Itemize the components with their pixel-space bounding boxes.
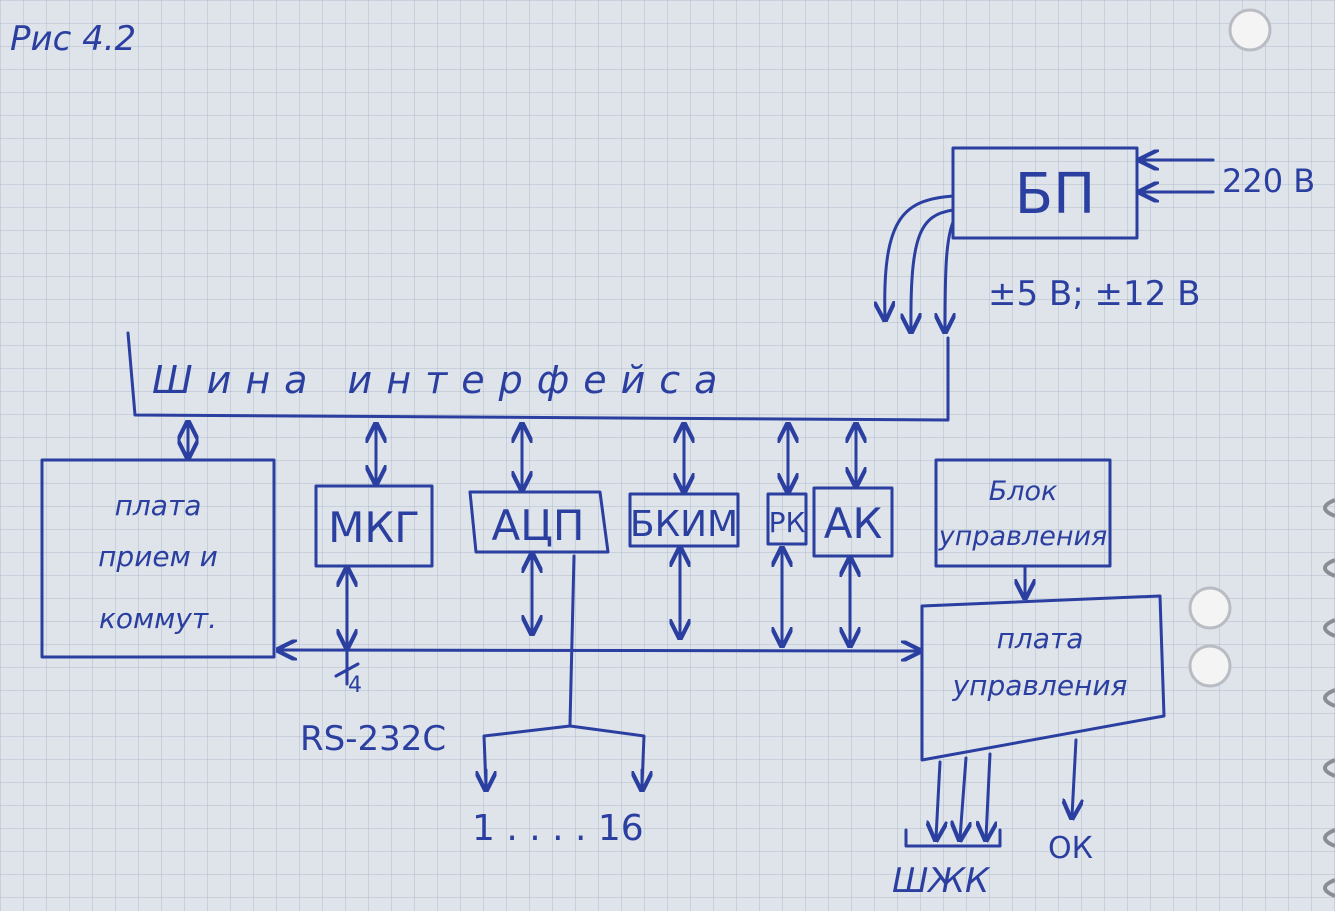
power-supply-label: БП [1015,162,1096,227]
supply-arrow [885,194,955,318]
ok-output-arrow [1072,738,1076,816]
outputs-bracket [904,828,1002,848]
ak-label: АК [824,499,883,548]
computer-board-line-3: коммут. [99,602,217,635]
mkg-label: МКГ [328,503,420,552]
computer-board-line-1: плата [115,489,202,522]
control-unit-line-2: управления [938,521,1108,552]
adc-label: АЦП [492,501,585,550]
punch-hole [1228,8,1272,52]
adc-channel-fanout [482,724,646,788]
figure-caption: Рис 4.2 [10,19,136,59]
rs232-tick [334,662,360,678]
supply-voltages-label: ±5 В; ±12 В [988,274,1200,314]
rk-label: РК [769,506,806,539]
output-arrow-2 [960,756,966,838]
adc-channel-line [568,554,576,726]
ok-label: ОК [1048,831,1093,866]
supply-arrow [911,208,955,330]
output-arrow-3 [986,752,990,838]
computer-board-line-2: прием и [98,540,218,573]
lower-bus-line [280,650,918,651]
interface-bus-box [126,331,950,422]
adc-box [468,490,610,554]
power-supply-box [951,146,1139,240]
punch-hole [1188,644,1232,688]
control-board-box [920,594,1166,762]
control-board-line-2: управления [952,669,1128,702]
rs232-label: RS-232С [300,719,446,759]
channel-range-label: 1 . . . . 16 [472,808,644,849]
rs232-line-count: 4 [348,673,362,698]
outputs-label: ШЖК [892,861,991,901]
spiral-binding [1323,498,1335,898]
bkim-label: БКИМ [630,504,738,545]
control-board-line-1: плата [997,622,1084,655]
output-arrow-1 [936,760,940,838]
interface-bus-label: Шина интерфейса [152,358,731,402]
mains-voltage-label: 220 В [1222,162,1315,200]
supply-arrow [945,220,953,330]
control-unit-line-1: Блок [989,476,1058,507]
punch-hole [1188,586,1232,630]
control-unit-box [934,458,1112,568]
computer-board-box [40,458,276,659]
